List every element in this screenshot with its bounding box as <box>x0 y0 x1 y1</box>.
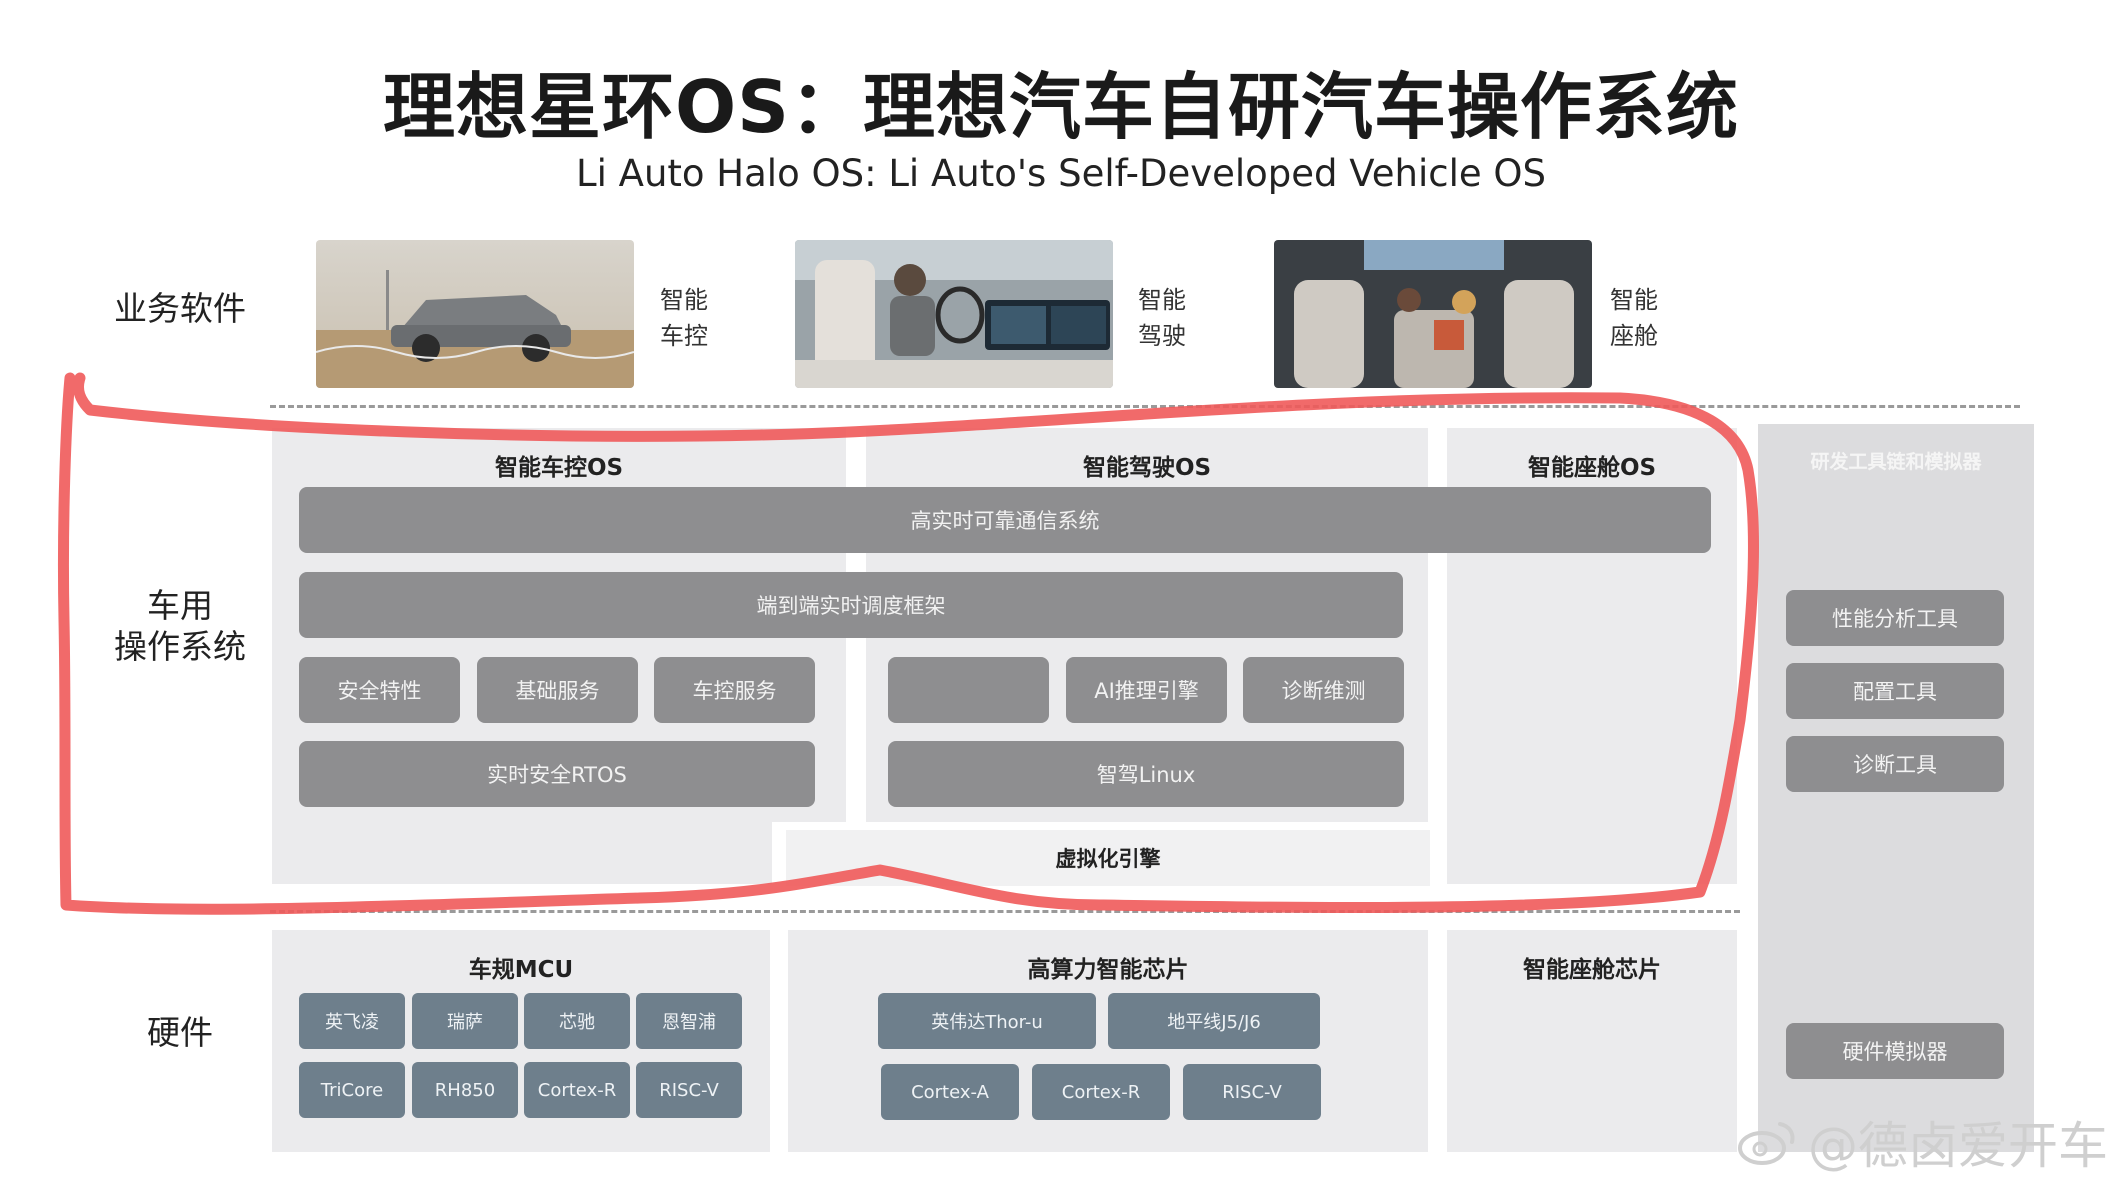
chip-semidrive: 芯驰 <box>524 993 630 1049</box>
tool-hw-simulator: 硬件模拟器 <box>1786 1023 2004 1079</box>
chip-cortex-r-soc: Cortex-R <box>1032 1064 1170 1120</box>
module-ai-inference: AI推理引擎 <box>1066 657 1227 723</box>
chip-nvidia-thor: 英伟达Thor-u <box>878 993 1096 1049</box>
module-rtos: 实时安全RTOS <box>299 741 815 807</box>
module-vehicle-service: 车控服务 <box>654 657 815 723</box>
chip-infineon: 英飞凌 <box>299 993 405 1049</box>
chip-nxp: 恩智浦 <box>636 993 742 1049</box>
module-diagnostics: 诊断维测 <box>1243 657 1404 723</box>
module-driving-linux: 智驾Linux <box>888 741 1404 807</box>
bar-realtime-comm: 高实时可靠通信系统 <box>299 487 1711 553</box>
panel-soc-title: 高算力智能芯片 <box>1027 957 1189 983</box>
chip-renesas: 瑞萨 <box>412 993 518 1049</box>
panel-cockpit-chip-title: 智能座舱芯片 <box>1523 957 1661 983</box>
tool-config: 配置工具 <box>1786 663 2004 719</box>
label-vehicle-control: 智能 车控 <box>660 286 708 350</box>
page-title: 理想星环OS：理想汽车自研汽车操作系统 <box>382 65 1740 149</box>
row-label-hardware: 硬件 <box>147 1013 213 1052</box>
dev-tools-title: 研发工具链和模拟器 <box>1810 451 1982 473</box>
panel-vehicle-os-lower <box>272 820 772 884</box>
photo-driving <box>795 240 1113 388</box>
label-cockpit: 智能 座舱 <box>1610 286 1658 350</box>
panel-driving-os-title: 智能驾驶OS <box>1082 455 1212 481</box>
chip-rh850: RH850 <box>412 1062 518 1118</box>
bar-e2e-scheduler: 端到端实时调度框架 <box>299 572 1403 638</box>
watermark: @德卤爱开车 <box>1736 1106 2108 1178</box>
row-label-os: 车用 操作系统 <box>114 586 246 667</box>
module-safety: 安全特性 <box>299 657 460 723</box>
weibo-icon <box>1738 1122 1795 1165</box>
separator-upper <box>270 405 2020 408</box>
page-subtitle: Li Auto Halo OS: Li Auto's Self-Develope… <box>575 152 1546 195</box>
chip-tricore: TriCore <box>299 1062 405 1118</box>
virtualization-engine: 虚拟化引擎 <box>786 830 1430 886</box>
label-driving: 智能 驾驶 <box>1138 286 1186 350</box>
photo-vehicle-control <box>316 240 634 388</box>
panel-cockpit-os-title: 智能座舱OS <box>1527 455 1657 481</box>
module-obscured <box>888 657 1049 723</box>
separator-lower <box>270 910 1740 913</box>
tool-diagnostics: 诊断工具 <box>1786 736 2004 792</box>
watermark-text: @德卤爱开车 <box>1808 1117 2108 1175</box>
panel-vehicle-os-title: 智能车控OS <box>494 455 624 481</box>
chip-cortex-a: Cortex-A <box>881 1064 1019 1120</box>
row-label-business: 业务软件 <box>114 289 246 328</box>
chip-horizon-j5j6: 地平线J5/J6 <box>1108 993 1320 1049</box>
tool-perf-analysis: 性能分析工具 <box>1786 590 2004 646</box>
chip-riscv-soc: RISC-V <box>1183 1064 1321 1120</box>
module-basic-service: 基础服务 <box>477 657 638 723</box>
chip-cortex-r-mcu: Cortex-R <box>524 1062 630 1118</box>
chip-riscv-mcu: RISC-V <box>636 1062 742 1118</box>
panel-mcu-title: 车规MCU <box>468 957 574 983</box>
panel-cockpit-chip: 智能座舱芯片 <box>1447 930 1737 1152</box>
photo-cockpit <box>1274 240 1592 388</box>
